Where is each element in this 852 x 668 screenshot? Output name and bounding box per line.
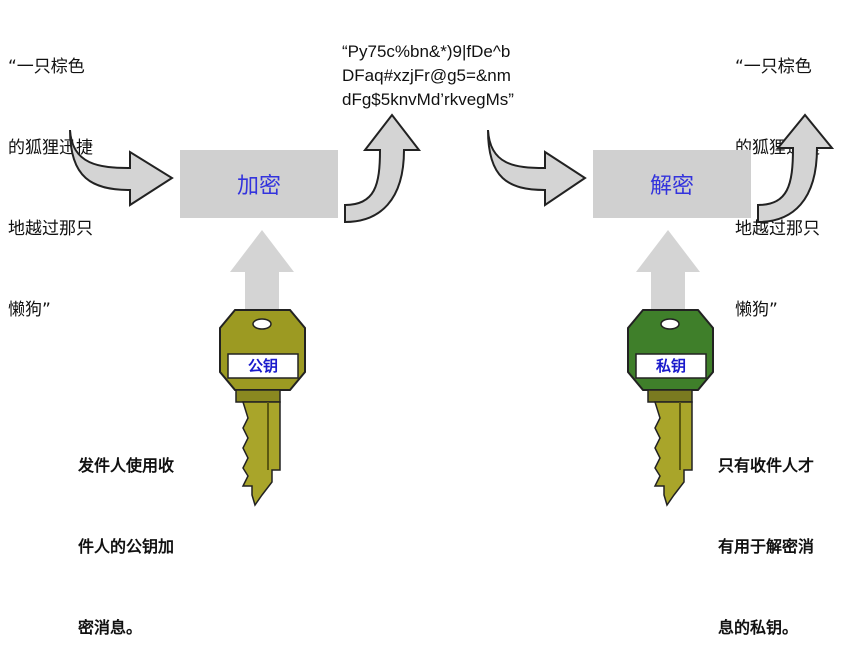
ciphertext-line: “Py75c%bn&*)9|fDe^b: [342, 42, 511, 61]
output-arrow-encrypt: [344, 113, 422, 224]
up-arrow-private-key: [636, 230, 700, 320]
output-arrow-decrypt: [757, 113, 835, 224]
sender-note: 发件人使用收 件人的公钥加 密消息。: [78, 398, 174, 668]
plaintext-left-line: 懒狗”: [8, 300, 51, 320]
private-key-label: 私钥: [655, 357, 686, 375]
receiver-note-line: 只有收件人才: [718, 456, 815, 475]
public-key-icon: [219, 309, 306, 507]
decrypt-label: 解密: [649, 174, 694, 199]
ciphertext: “Py75c%bn&*)9|fDe^b DFaq#xzjFr@g5=&nm dF…: [342, 40, 514, 112]
encrypt-box: 加密: [180, 150, 338, 218]
plaintext-left-line: “一只棕色: [8, 57, 85, 77]
input-arrow-decrypt: [487, 129, 587, 207]
receiver-note: 只有收件人才 有用于解密消 息的私钥。: [718, 398, 814, 668]
plaintext-left-line: 地越过那只: [8, 219, 93, 239]
decrypt-box: 解密: [593, 150, 751, 218]
sender-note-line: 密消息。: [78, 618, 143, 637]
diagram-graphics: [69, 113, 835, 507]
ciphertext-line: DFaq#xzjFr@g5=&nm: [342, 66, 511, 85]
receiver-note-line: 息的私钥。: [718, 618, 799, 637]
ciphertext-line: dFg$5knvMd’rkvegMs”: [342, 90, 514, 109]
public-key-label: 公钥: [247, 357, 278, 375]
plaintext-right-line: 地越过那只: [735, 219, 820, 239]
sender-note-line: 件人的公钥加: [78, 537, 175, 556]
plaintext-right-line: “一只棕色: [735, 57, 812, 77]
receiver-note-line: 有用于解密消: [718, 537, 815, 556]
private-key-icon: [627, 309, 714, 507]
up-arrow-public-key: [230, 230, 294, 320]
input-arrow-left: [69, 129, 174, 207]
plaintext-right-line: 懒狗”: [735, 300, 778, 320]
encrypt-label: 加密: [236, 174, 281, 199]
sender-note-line: 发件人使用收: [78, 456, 175, 475]
